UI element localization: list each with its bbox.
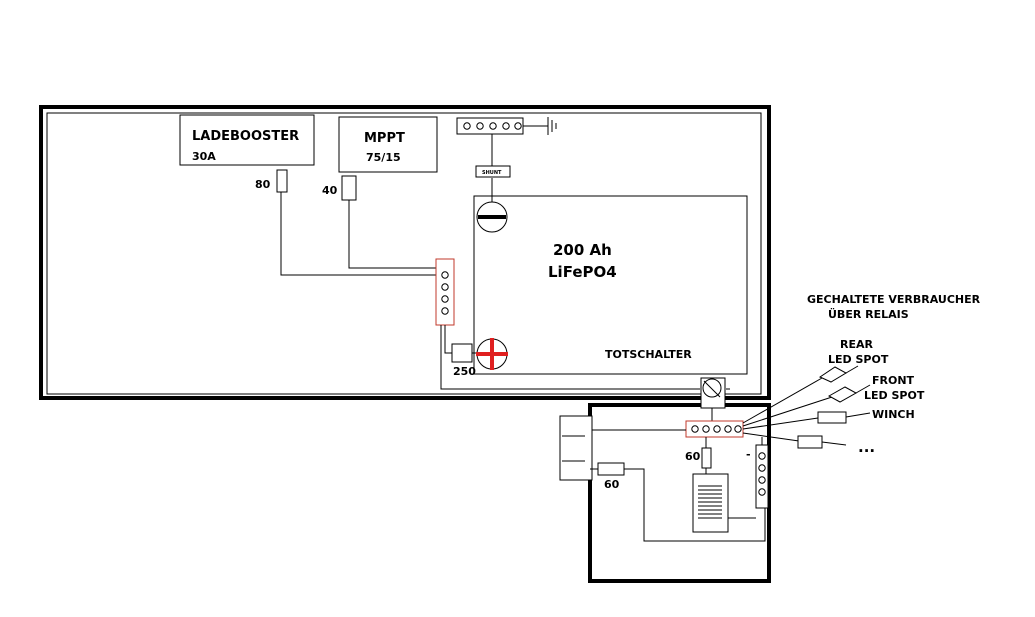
extra-consumer-fuse (797, 435, 823, 449)
negative-distribution-busbar (755, 444, 769, 509)
ladebooster-label: LADEBOOSTER (192, 129, 299, 144)
winch-fuse (817, 411, 847, 424)
totschalter-label: TOTSCHALTER (605, 348, 692, 361)
rear-led-spot-icon (818, 366, 848, 383)
fuse-80-label: 80 (255, 178, 271, 191)
mppt-rating: 75/15 (366, 151, 401, 164)
front-label-line1: FRONT (872, 374, 915, 387)
front-label-line2: LED SPOT (864, 389, 925, 402)
fuse-40 (341, 175, 357, 201)
front-led-spot-icon (827, 386, 858, 403)
minus-label: - (746, 448, 751, 461)
consumers-heading-line2: ÜBER RELAIS (828, 307, 909, 321)
relay-busbar (685, 420, 744, 438)
shunt-label: SHUNT (482, 170, 502, 176)
fuse-250 (451, 343, 473, 363)
main-enclosure (39, 105, 771, 400)
more-consumers-label: ... (858, 438, 875, 456)
wire-busbar-fuse250 (444, 325, 452, 354)
main-enclosure-inner (46, 112, 762, 395)
consumers-heading-line1: GECHALTETE VERBRAUCHER (807, 293, 981, 306)
ladebooster-amps: 30A (192, 150, 216, 163)
wire-ladebooster (280, 192, 436, 276)
battery-positive-terminal (476, 338, 508, 370)
fuse-80 (276, 169, 288, 193)
fuse-60-right (701, 447, 712, 469)
totschalter-switch (700, 377, 730, 409)
fuse-250-label: 250 (453, 365, 476, 378)
fuse-40-label: 40 (322, 184, 338, 197)
fuse-60-left-label: 60 (604, 478, 620, 491)
wire-busbar-totschalter (440, 325, 700, 390)
relay-module (692, 473, 729, 533)
winch-label: WINCH (872, 408, 915, 421)
secondary-enclosure (588, 403, 771, 583)
fuse-60-right-label: 60 (685, 450, 701, 463)
wire-mppt (348, 200, 436, 269)
side-panel (559, 415, 593, 481)
ladebooster-box: LADEBOOSTER 30A (179, 114, 315, 166)
mppt-label: MPPT (364, 131, 405, 146)
fuse-60-left (597, 462, 625, 476)
wire-fuse60-loop (624, 468, 766, 542)
battery-negative-terminal (476, 201, 508, 233)
battery-capacity: 200 Ah (553, 241, 612, 259)
battery: 200 Ah LiFePO4 (473, 195, 748, 375)
ground-icon (547, 117, 557, 135)
battery-type: LiFePO4 (548, 263, 617, 281)
negative-busbar (456, 117, 524, 135)
rear-label-line2: LED SPOT (828, 353, 889, 366)
mppt-box: MPPT 75/15 (338, 116, 438, 173)
positive-busbar (435, 258, 455, 326)
shunt: SHUNT (475, 165, 511, 178)
rear-label-line1: REAR (840, 338, 873, 351)
